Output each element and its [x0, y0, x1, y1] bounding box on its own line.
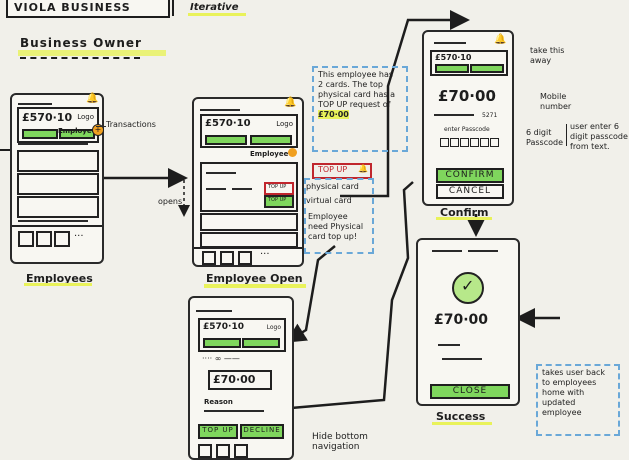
screen-employees: 🔔 £570·10 Logo Employee + ···	[10, 93, 104, 264]
nav-more-icon[interactable]: ···	[260, 249, 270, 260]
logo: Logo	[276, 120, 293, 128]
balance-card: £570·10	[430, 50, 508, 76]
confirm-button[interactable]: CONFIRM	[436, 168, 504, 183]
nav-item-2[interactable]	[220, 251, 234, 265]
note-need-topup: Employee need Physical card top up!	[308, 212, 364, 241]
persona-label: Business Owner	[20, 36, 142, 50]
balance-text: £570·10	[22, 111, 73, 124]
screen-topup: £570·10 Logo ···· ∞ —— £70·00 Reason TOP…	[188, 296, 294, 460]
card-indicator-icon: ···· ∞ ——	[202, 354, 240, 363]
caption-employee-open: Employee Open	[206, 272, 303, 285]
nav-more-icon[interactable]: ···	[74, 231, 84, 242]
balance-card: £570·10 Logo	[200, 114, 298, 148]
passcode-label: enter Passcode	[444, 126, 490, 133]
screen-employee-open: 🔔 £570·10 Logo Employee TOP UP TOP UP ··…	[192, 97, 304, 267]
note-cards-box	[312, 66, 408, 152]
decline-button[interactable]: DECLINE	[240, 424, 284, 439]
iteration-label: Iterative	[190, 2, 239, 13]
card-button-2[interactable]	[242, 338, 280, 348]
employee-row-1[interactable]	[17, 150, 99, 172]
caption-success: Success	[436, 410, 486, 423]
card-button-1[interactable]	[205, 135, 247, 145]
bell-icon-red: 🔔	[284, 97, 297, 108]
mobile-number: 5271	[482, 112, 498, 119]
note-transactions: Transactions	[106, 120, 156, 129]
physical-card-topup-tag[interactable]: TOP UP	[264, 182, 294, 195]
screen-success: ✓ £70·00 CLOSE	[416, 238, 520, 406]
topup-red-tag[interactable]: TOP UP 🔔	[312, 163, 372, 179]
balance-text: £570·10	[203, 322, 244, 332]
card-button-1[interactable]	[22, 129, 58, 139]
note-physical-card: physical card	[306, 182, 359, 191]
cancel-button[interactable]: CANCEL	[436, 184, 504, 199]
nav-item-3[interactable]	[234, 444, 248, 458]
note-user-enter: user enter 6 digit passcode from text.	[570, 122, 628, 151]
note-virtual-card: virtual card	[306, 196, 352, 205]
note-takes-box	[536, 364, 620, 436]
employee-expanded-row[interactable]: TOP UP TOP UP	[200, 162, 298, 212]
note-6digit: 6 digit Passcode	[526, 128, 563, 147]
employee-label: Employee	[250, 150, 289, 158]
reason-label: Reason	[204, 398, 233, 406]
amount-text: £70·00	[434, 312, 489, 328]
bell-icon: 🔔	[86, 93, 99, 104]
nav-item-3[interactable]	[54, 231, 70, 247]
brand-title-box: VIOLA BUSINESS	[6, 0, 170, 18]
balance-card: £570·10 Logo	[198, 318, 286, 352]
brand-title: VIOLA BUSINESS	[14, 1, 131, 14]
success-check-icon: ✓	[452, 272, 484, 304]
nav-item-1[interactable]	[18, 231, 34, 247]
nav-item-1[interactable]	[202, 251, 216, 265]
bell-icon: 🔔	[494, 34, 507, 45]
card-button-1[interactable]	[435, 64, 469, 73]
balance-card: £570·10 Logo	[17, 107, 99, 143]
balance-text: £570·10	[435, 53, 472, 62]
nav-item-2[interactable]	[36, 231, 52, 247]
employee-row-3[interactable]	[200, 232, 298, 248]
note-opens: opens	[158, 197, 183, 206]
employee-row-3[interactable]	[17, 196, 99, 218]
virtual-card-tag[interactable]: TOP UP	[264, 195, 294, 208]
topup-button[interactable]: TOP UP	[198, 424, 238, 439]
employee-label: Employee	[58, 127, 97, 135]
card-button-2[interactable]	[470, 64, 504, 73]
close-button[interactable]: CLOSE	[430, 384, 510, 399]
amount-text: £70·00	[438, 87, 496, 105]
arrow-topup-to-success	[267, 181, 414, 412]
screen-confirm: 🔔 £570·10 £70·00 5271 enter Passcode CON…	[422, 30, 514, 206]
bell-icon-red: 🔔	[358, 164, 368, 173]
caption-confirm: Confirm	[440, 206, 489, 219]
amount-box: £70·00	[208, 370, 272, 390]
balance-text: £570·10	[205, 118, 251, 129]
nav-item-2[interactable]	[216, 444, 230, 458]
note-mobile-number: Mobile number	[540, 92, 572, 111]
amount-text: £70·00	[213, 373, 256, 386]
note-hide-nav: Hide bottom navigation	[312, 432, 368, 452]
nav-item-1[interactable]	[198, 444, 212, 458]
card-button-2[interactable]	[250, 135, 292, 145]
note-need-box	[304, 178, 374, 254]
passcode-boxes[interactable]	[440, 138, 502, 147]
logo: Logo	[77, 113, 94, 121]
caption-employees: Employees	[26, 272, 93, 285]
note-take-away: take this away	[530, 46, 565, 65]
employee-status-icon	[288, 148, 297, 157]
nav-item-3[interactable]	[238, 251, 252, 265]
bottom-nav	[12, 225, 102, 227]
employee-row-2[interactable]	[17, 173, 99, 195]
logo: Logo	[266, 324, 281, 331]
card-button-1[interactable]	[203, 338, 241, 348]
employee-row-2[interactable]	[200, 213, 298, 231]
note-takes-user: takes user back to employees home with u…	[542, 368, 606, 417]
note-cards: This employee has 2 cards. The top physi…	[318, 70, 395, 119]
add-employee-icon[interactable]: +	[92, 124, 104, 136]
